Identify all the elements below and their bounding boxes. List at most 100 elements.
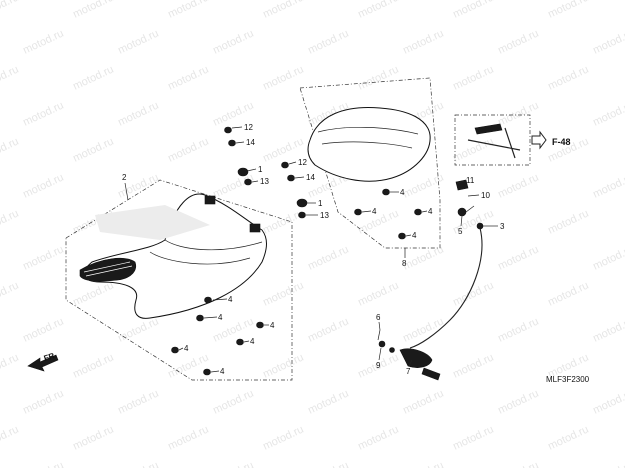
watermark-text: motod.ru bbox=[261, 0, 305, 21]
watermark-text: motod.ru bbox=[0, 279, 21, 308]
watermark-text: motod.ru bbox=[0, 63, 21, 92]
front-label: FR. bbox=[43, 350, 58, 363]
watermark-text: motod.ru bbox=[546, 207, 590, 236]
watermark-text: motod.ru bbox=[261, 423, 305, 452]
watermark-text: motod.ru bbox=[591, 171, 625, 200]
watermark-text: motod.ru bbox=[71, 423, 115, 452]
watermark-text: motod.ru bbox=[451, 63, 495, 92]
watermark-text: motod.ru bbox=[0, 351, 21, 380]
watermark-text: motod.ru bbox=[21, 99, 65, 128]
watermark-text: motod.ru bbox=[591, 243, 625, 272]
leader-line bbox=[212, 298, 228, 301]
leader-line bbox=[288, 161, 297, 165]
leader-line bbox=[231, 126, 243, 129]
watermark-text: motod.ru bbox=[211, 459, 255, 468]
watermark-text: motod.ru bbox=[591, 459, 625, 468]
fastener bbox=[236, 338, 244, 346]
leader-line bbox=[294, 176, 305, 179]
watermark-text: motod.ru bbox=[0, 207, 21, 236]
rear-seat-group-frame bbox=[299, 77, 441, 249]
callout-number: 3 bbox=[500, 222, 505, 231]
leader-line bbox=[243, 340, 250, 343]
leader-line bbox=[421, 210, 428, 213]
watermark-text: motod.ru bbox=[496, 387, 540, 416]
watermark-text: motod.ru bbox=[451, 0, 495, 21]
watermark-text: motod.ru bbox=[261, 279, 305, 308]
watermark-text: motod.ru bbox=[306, 243, 350, 272]
watermark-text: motod.ru bbox=[306, 315, 350, 344]
callout-number: 13 bbox=[260, 177, 269, 186]
leader-line bbox=[455, 180, 465, 185]
diagram-code: MLF3F2300 bbox=[546, 375, 590, 384]
fastener bbox=[203, 368, 211, 376]
watermark-text: motod.ru bbox=[71, 63, 115, 92]
seat-lock-cable bbox=[409, 227, 483, 349]
callout-number: 6 bbox=[376, 313, 381, 322]
leader-line bbox=[405, 234, 412, 237]
leader-line bbox=[467, 194, 480, 197]
watermark-text: motod.ru bbox=[0, 423, 21, 452]
watermark-text: motod.ru bbox=[71, 279, 115, 308]
callout-number: 4 bbox=[184, 344, 189, 353]
watermark-text: motod.ru bbox=[546, 63, 590, 92]
watermark-text: motod.ru bbox=[401, 171, 445, 200]
callout-number: 4 bbox=[250, 337, 255, 346]
callout-number: 10 bbox=[481, 191, 490, 200]
fastener bbox=[281, 161, 289, 169]
callout-number: 1 bbox=[318, 199, 323, 208]
leader-line bbox=[235, 141, 245, 144]
watermark-text: motod.ru bbox=[166, 63, 210, 92]
watermark-text: motod.ru bbox=[496, 315, 540, 344]
watermark-text: motod.ru bbox=[21, 459, 65, 468]
front-arrow-icon bbox=[27, 354, 59, 372]
callout-number: 5 bbox=[458, 227, 463, 236]
watermark-text: motod.ru bbox=[0, 0, 21, 21]
seat-lock-assembly bbox=[377, 329, 441, 381]
watermark-text: motod.ru bbox=[211, 387, 255, 416]
watermark-text: motod.ru bbox=[546, 423, 590, 452]
reference-label: F-48 bbox=[552, 137, 571, 147]
callout-number: 14 bbox=[306, 173, 315, 182]
watermark-text: motod.ru bbox=[496, 99, 540, 128]
watermark-text: motod.ru bbox=[116, 27, 160, 56]
callout-number: 4 bbox=[270, 321, 275, 330]
leader-line bbox=[251, 180, 259, 183]
watermark-text: motod.ru bbox=[401, 27, 445, 56]
callout-number: 4 bbox=[220, 367, 225, 376]
callout-number: 9 bbox=[376, 361, 381, 370]
callout-number: 4 bbox=[372, 207, 377, 216]
latch-parts bbox=[455, 179, 475, 217]
watermark-text: motod.ru bbox=[166, 351, 210, 380]
watermark-text: motod.ru bbox=[116, 459, 160, 468]
watermark-text: motod.ru bbox=[591, 387, 625, 416]
fastener bbox=[298, 211, 306, 219]
fastener bbox=[171, 346, 179, 354]
watermark-text: motod.ru bbox=[261, 351, 305, 380]
callout-number: 4 bbox=[400, 188, 405, 197]
watermark-text: motod.ru bbox=[166, 135, 210, 164]
callout-number: 14 bbox=[246, 138, 255, 147]
watermark-text: motod.ru bbox=[261, 207, 305, 236]
watermark-text: motod.ru bbox=[21, 315, 65, 344]
watermark-text: motod.ru bbox=[306, 459, 350, 468]
watermark-text: motod.ru bbox=[496, 243, 540, 272]
watermark-text: motod.ru bbox=[211, 171, 255, 200]
callout-number: 12 bbox=[244, 123, 253, 132]
front-seat bbox=[79, 193, 267, 319]
fastener bbox=[296, 198, 308, 208]
watermark-text: motod.ru bbox=[21, 243, 65, 272]
leader-line bbox=[378, 347, 382, 361]
watermark-text: motod.ru bbox=[401, 459, 445, 468]
watermark-text: motod.ru bbox=[591, 27, 625, 56]
watermark-text: motod.ru bbox=[356, 423, 400, 452]
watermark-text: motod.ru bbox=[591, 315, 625, 344]
watermark-text: motod.ru bbox=[496, 27, 540, 56]
watermark-text: motod.ru bbox=[451, 423, 495, 452]
watermark-text: motod.ru bbox=[21, 387, 65, 416]
fastener bbox=[414, 208, 422, 216]
fastener bbox=[244, 178, 252, 186]
fastener bbox=[196, 314, 204, 322]
